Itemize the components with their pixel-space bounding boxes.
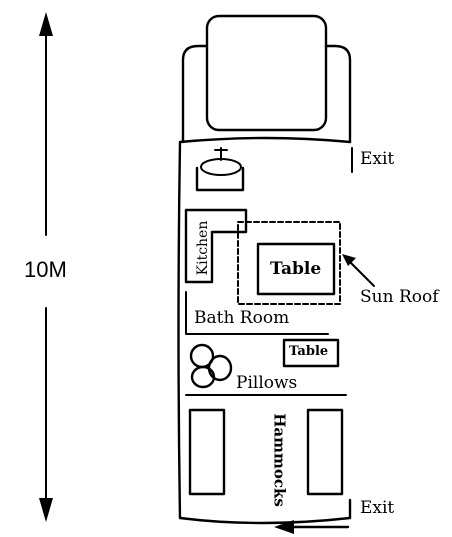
scale-arrow bbox=[39, 12, 53, 522]
main-table bbox=[256, 242, 336, 296]
hammock-left bbox=[188, 408, 226, 496]
exit-arrow bbox=[274, 520, 350, 534]
vehicle-cab bbox=[181, 14, 352, 144]
scale-label: 10M bbox=[24, 257, 67, 282]
table-small-label: Table bbox=[289, 344, 329, 359]
bath-room-label: Bath Room bbox=[194, 308, 290, 328]
pillows-label: Pillows bbox=[236, 373, 298, 393]
bathroom-walls bbox=[185, 291, 329, 335]
exit-top-label: Exit bbox=[360, 149, 395, 169]
sun-roof-label: Sun Roof bbox=[360, 287, 439, 307]
sink-icon bbox=[195, 147, 245, 192]
hammocks-label: Hammocks bbox=[270, 413, 289, 507]
sun-roof-outline bbox=[237, 221, 341, 305]
table-main-label: Table bbox=[270, 259, 322, 279]
kitchen-counter bbox=[184, 208, 248, 284]
kitchen-label: Kitchen bbox=[195, 220, 211, 276]
exit-bottom-label: Exit bbox=[360, 498, 395, 518]
hammock-right bbox=[306, 408, 344, 496]
sun-roof-pointer bbox=[342, 254, 375, 287]
small-table bbox=[282, 338, 340, 368]
pillows-icon bbox=[189, 343, 233, 389]
vehicle-body-outline bbox=[177, 136, 352, 525]
